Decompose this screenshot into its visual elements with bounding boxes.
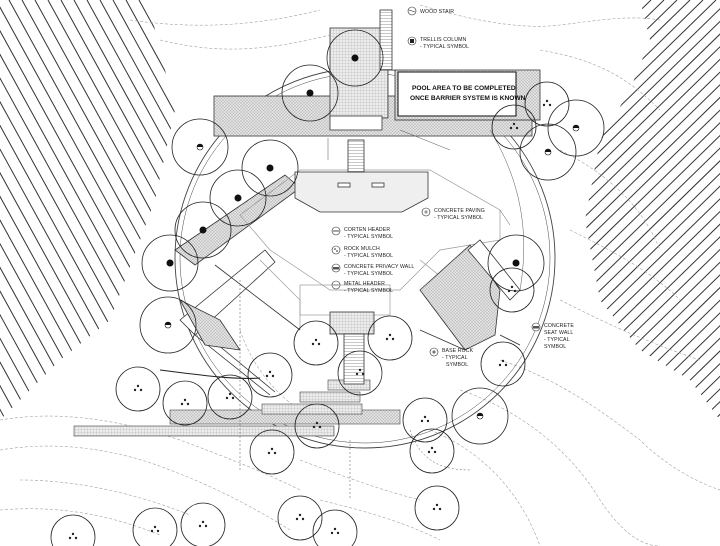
tree-evergreen (141, 234, 199, 292)
callout-concrete-paving-line-1: CONCRETE PAVING (434, 208, 485, 214)
tree-deciduous (249, 429, 295, 475)
callout-corten-header-line-2: - TYPICAL SYMBOL (344, 234, 393, 240)
contour-lines (0, 4, 720, 546)
tree-deciduous (132, 507, 178, 546)
tree-half (547, 99, 605, 157)
tree-evergreen (241, 139, 299, 197)
callout-concrete-seat-wall-line-4: SYMBOL (544, 344, 566, 350)
pool-terrace (213, 9, 541, 137)
entry-walkway (73, 379, 401, 437)
callout-metal-header-line-2: - TYPICAL SYMBOL (344, 288, 393, 294)
callout-labels: WOOD STAIR TRELLIS COLUMN - TYPICAL SYMB… (331, 6, 574, 368)
tree-deciduous (50, 514, 96, 546)
tree-evergreen (174, 201, 232, 259)
callout-corten-header-line-1: CORTEN HEADER (344, 227, 390, 233)
callout-concrete-privacy-wall: CONCRETE PRIVACY WALL - TYPICAL SYMBOL (331, 263, 414, 277)
tree-deciduous (115, 366, 161, 412)
tree-deciduous (367, 315, 413, 361)
tree-half (139, 296, 197, 354)
callout-concrete-seat-wall-line-2: SEAT WALL (544, 330, 573, 336)
trees-deciduous (50, 81, 570, 546)
tree-evergreen (487, 234, 545, 292)
pool-note-line-1: POOL AREA TO BE COMPLETED (412, 85, 516, 92)
callout-base-rock: BASE ROCK - TYPICAL SYMBOL (429, 347, 474, 368)
pool-note: POOL AREA TO BE COMPLETED ONCE BARRIER S… (410, 85, 526, 102)
right-wing-walls (419, 239, 521, 351)
callout-concrete-privacy-wall-line-2: - TYPICAL SYMBOL (344, 271, 393, 277)
callout-concrete-paving: CONCRETE PAVING - TYPICAL SYMBOL (421, 207, 485, 221)
tree-deciduous (180, 502, 226, 546)
tree-deciduous (480, 341, 526, 387)
tree-half (451, 387, 509, 445)
tree-deciduous (524, 81, 570, 127)
tree-deciduous (294, 403, 340, 449)
left-wing-walls (159, 174, 301, 396)
tree-deciduous (277, 495, 323, 541)
tree-evergreen (209, 169, 267, 227)
central-pavilion (294, 139, 429, 385)
callout-trellis-column-line-1: TRELLIS COLUMN (420, 37, 467, 43)
callout-concrete-seat-wall: CONCRETE SEAT WALL - TYPICAL SYMBOL (531, 322, 574, 350)
callout-concrete-seat-wall-line-3: - TYPICAL (544, 337, 570, 343)
callout-concrete-privacy-wall-line-1: CONCRETE PRIVACY WALL (344, 264, 414, 270)
tree-evergreen (281, 64, 339, 122)
callout-base-rock-line-1: BASE ROCK (442, 348, 474, 354)
callout-trellis-column-line-2: - TYPICAL SYMBOL (420, 44, 469, 50)
callout-trellis-column: TRELLIS COLUMN - TYPICAL SYMBOL (407, 36, 469, 50)
tree-deciduous (402, 397, 448, 443)
tree-deciduous (409, 428, 455, 474)
trees-evergreen (141, 29, 545, 292)
callout-base-rock-line-3: SYMBOL (446, 362, 468, 368)
tree-deciduous (207, 374, 253, 420)
callout-concrete-seat-wall-line-1: CONCRETE (544, 323, 574, 329)
callout-rock-mulch-line-2: - TYPICAL SYMBOL (344, 253, 393, 259)
tree-deciduous (247, 352, 293, 398)
pool-note-line-2: ONCE BARRIER SYSTEM IS KNOWN (410, 95, 526, 102)
callout-wood-stair-line-1: WOOD STAIR (420, 9, 454, 15)
trees-half (139, 99, 605, 445)
callout-corten-header: CORTEN HEADER - TYPICAL SYMBOL (331, 226, 393, 240)
callout-concrete-paving-line-2: - TYPICAL SYMBOL (434, 215, 483, 221)
tree-evergreen (326, 29, 384, 87)
callout-metal-header-line-1: METAL HEADER (344, 281, 385, 287)
callout-metal-header: METAL HEADER - TYPICAL SYMBOL (331, 280, 393, 294)
tree-half (171, 118, 229, 176)
callout-base-rock-line-2: - TYPICAL (442, 355, 468, 361)
tree-deciduous (337, 350, 383, 396)
callout-wood-stair: WOOD STAIR (407, 6, 454, 16)
callout-rock-mulch-line-1: ROCK MULCH (344, 246, 380, 252)
callout-rock-mulch: ROCK MULCH - TYPICAL SYMBOL (331, 245, 393, 259)
tree-deciduous (162, 380, 208, 426)
tree-deciduous (414, 485, 460, 531)
tree-deciduous (312, 509, 358, 546)
tree-deciduous (293, 320, 339, 366)
